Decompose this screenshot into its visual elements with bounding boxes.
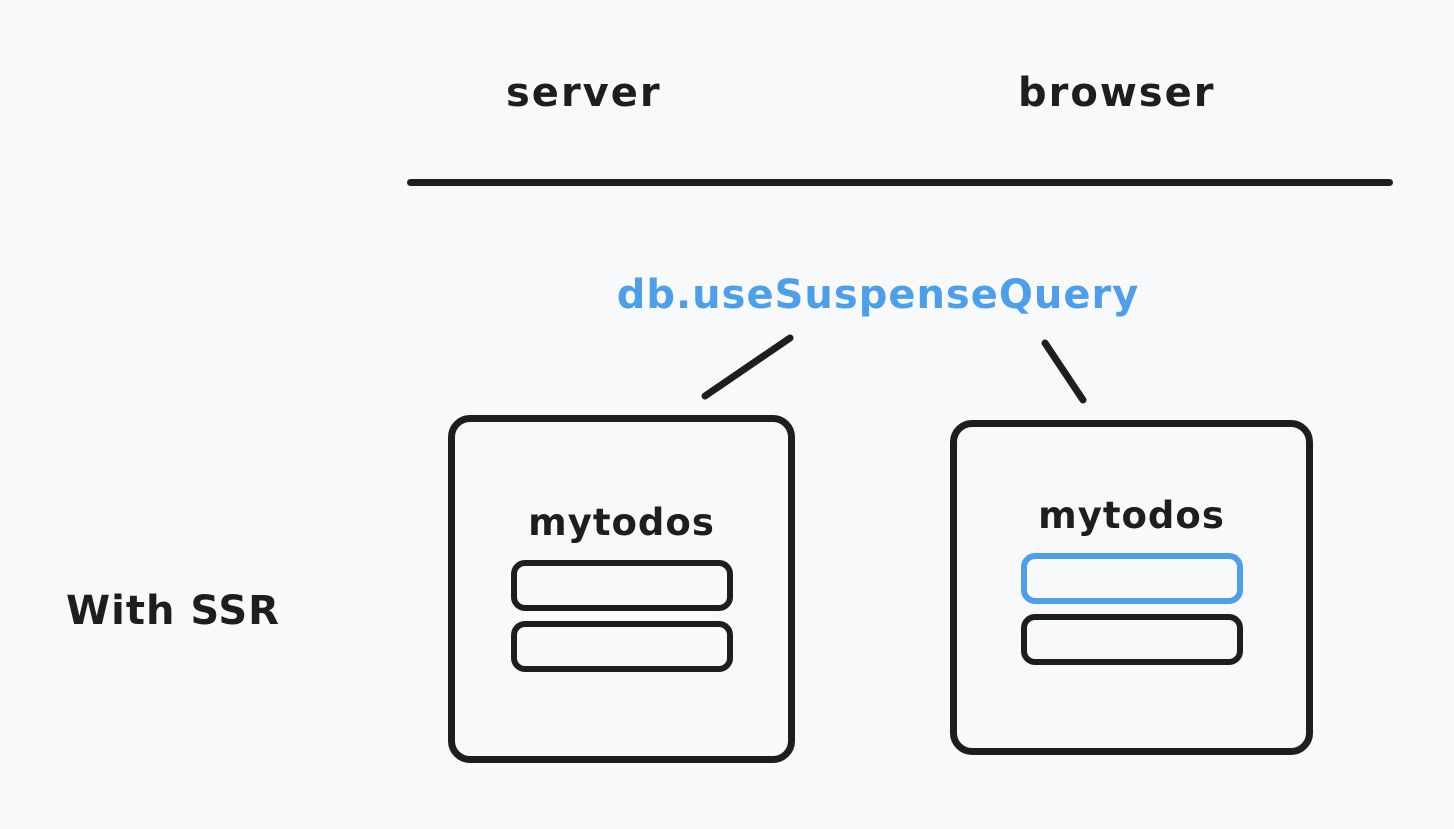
todo-item: [510, 560, 733, 611]
todo-item: [510, 621, 733, 672]
header-divider-line: [407, 179, 1393, 186]
browser-todo-list: [1020, 553, 1243, 665]
browser-app-box: mytodos: [950, 420, 1313, 755]
row-label-with-ssr: With SSR: [66, 588, 280, 634]
connector-line-right: [1041, 339, 1087, 404]
todo-item: [1020, 614, 1243, 665]
browser-app-title: mytodos: [1038, 494, 1225, 537]
server-app-title: mytodos: [528, 501, 715, 544]
server-app-box: mytodos: [448, 415, 795, 763]
connector-line-left: [701, 334, 794, 400]
server-todo-list: [510, 560, 733, 672]
column-label-server: server: [506, 70, 662, 116]
todo-item-highlighted: [1020, 553, 1243, 604]
column-label-browser: browser: [1018, 70, 1216, 116]
hook-label: db.useSuspenseQuery: [616, 272, 1140, 318]
